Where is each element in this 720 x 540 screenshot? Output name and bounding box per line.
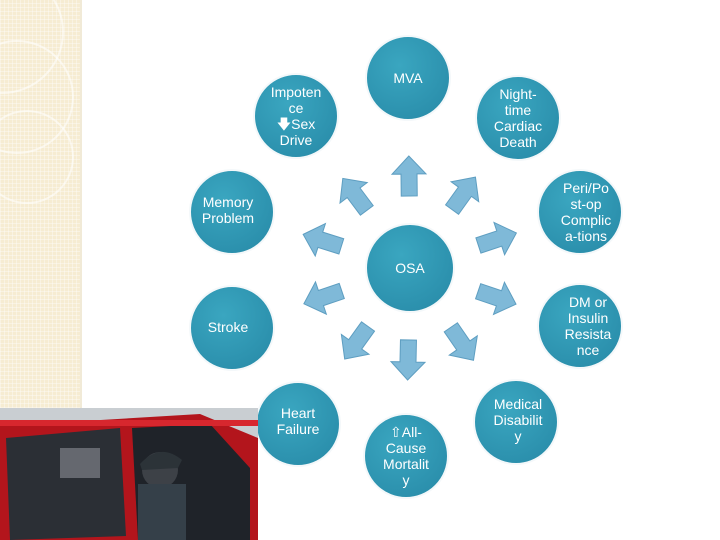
arrow-shape [302,222,345,258]
arrow-to-memory-problem [302,222,345,258]
arrow-shape [390,155,428,197]
arrow-to-stroke [303,280,345,316]
arrow-to-mva [390,155,428,197]
arrow-to-heart-failure [340,321,376,360]
nodes-layer [189,35,623,499]
node-medical-disability [473,379,559,465]
node-memory-problem [189,169,275,255]
node-dm-insulin-resistance [537,283,623,369]
arrow-to-peri-post-op-complications [475,221,518,256]
arrow-shape [443,322,478,361]
arrow-to-all-cause-mortality [389,339,427,381]
node-heart-failure [255,381,341,467]
arrow-shape [474,281,517,316]
node-mva [365,35,451,121]
car-photo-icon [0,408,258,540]
arrow-to-medical-disability [443,322,478,361]
arrow-shape [475,221,518,256]
node-stroke [189,285,275,371]
arrow-shape [303,280,345,316]
node-impotence-sex-drive [253,73,339,159]
arrow-to-impotence-sex-drive [339,177,374,216]
arrow-shape [444,176,480,215]
decorative-divider [80,0,82,540]
arrow-shape [389,339,427,381]
node-peri-post-op-complications [537,169,623,255]
node-all-cause-mortality [363,413,449,499]
arrows-layer [302,155,518,381]
arrow-shape [339,177,374,216]
arrow-to-dm-insulin-resistance [474,281,517,316]
node-night-time-cardiac-death [475,75,561,161]
arrow-to-night-time-cardiac-death [444,176,480,215]
node-osa [365,223,455,313]
arrow-shape [340,321,376,360]
